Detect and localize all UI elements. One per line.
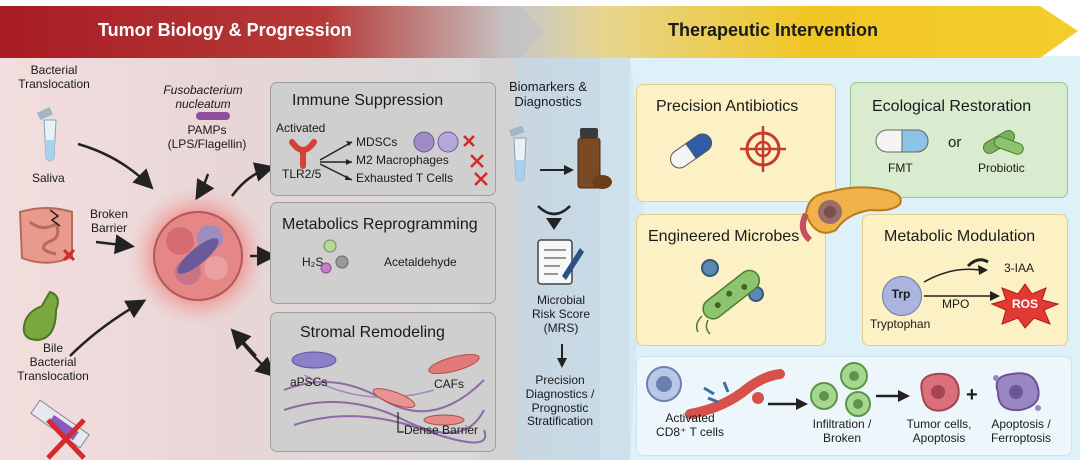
molecule-icon [320,239,349,274]
tryptophan-label: Tryptophan [870,317,931,331]
biomarkers-label: Biomarkers & Diagnostics [508,79,588,109]
metabolic-arrows [923,258,1000,301]
h2s-label: H₂S [302,255,324,269]
or-label: or [948,134,962,151]
engineered-microbes-title: Engineered Microbes [648,228,800,245]
cross-icon [470,154,484,168]
mpo-label: MPO [942,297,970,311]
vessel-icon [685,369,785,419]
bacterial-translocation-label: Bacterial Translocation [18,63,90,91]
ecological-restoration-title: Ecological Restoration [872,98,1032,115]
activated-cd8-label: Activated CD8⁺ T cells [656,411,724,439]
tumor-apoptosis-label: Tumor cells, Apoptosis [906,417,972,445]
report-document-icon [537,239,584,285]
stroma-fibers-icon [283,351,487,444]
metabolics-title: Metabolics Reprogramming [282,216,478,233]
immune-suppression-title: Immune Suppression [292,92,444,109]
fusobacterium-label: Fusobacterium nucleatum [163,83,243,111]
arrow-icon [540,165,574,175]
tlr-receptor-icon [289,139,317,169]
pancreas-icon [799,186,902,243]
barrier-bracket [397,412,404,433]
right-arrow-icon [876,390,910,402]
ros-burst-icon [990,283,1060,329]
infiltration-label: Infiltration / Broken [812,417,872,445]
apoptotic-tumor-cell-icon [920,372,960,412]
iaa-label: 3-IAA [1004,261,1035,275]
exhausted-t-cells-label: Exhausted T Cells [356,171,453,185]
right-arrow-icon [768,398,808,410]
infiltrating-cells-icon [810,362,871,417]
trp-label: Trp [891,287,911,301]
left-header-title: Tumor Biology & Progression [98,20,352,40]
cross-icon [474,172,488,186]
mdscs-label: MDSCs [356,135,398,149]
dense-barrier-label: Dense Barrier [404,423,479,437]
engineered-microbes-panel [636,214,826,346]
cd8-t-cell-icon [646,366,682,402]
intestine-icon [18,207,76,264]
tlr-label: TLR2/5 [282,167,322,181]
pamps-label: PAMPs (LPS/Flagellin) [167,123,247,151]
engineered-bacterium-icon [695,259,764,335]
broken-barrier-label: Broken Barrier [89,207,129,235]
pill-icon [670,133,712,169]
syringe-crossed-icon [30,399,90,460]
activated-label: Activated [276,121,326,135]
down-arrow-icon [557,344,567,368]
m2-macrophages-label: M2 Macrophages [356,153,449,167]
precision-antibiotics-panel [636,84,836,202]
mrs-label: Microbial Risk Score (MRS) [531,293,590,335]
down-arrow-icon [537,205,571,230]
right-header-title: Therapeutic Intervention [668,20,879,40]
ros-label: ROS [1011,297,1038,311]
metabolic-modulation-title: Metabolic Modulation [884,228,1036,245]
sample-tube-icon [508,125,527,182]
precision-diagnostics-label: Precision Diagnostics / Prognostic Strat… [525,373,595,429]
tumor-icon [128,186,268,326]
ferroptotic-cell-icon [993,372,1041,412]
metabolics-panel [270,202,496,304]
fmt-label: FMT [888,161,913,175]
acetaldehyde-label: Acetaldehyde [384,255,457,269]
stromal-panel [270,312,496,452]
plus-sign: + [966,384,978,406]
probiotic-icon [982,130,1024,155]
saliva-tube-icon [36,106,57,162]
gallbladder-icon [22,290,59,342]
bile-translocation-label: Bile Bacterial Translocation [17,341,89,383]
precision-antibiotics-title: Precision Antibiotics [656,98,799,115]
trp-circle [882,276,922,316]
saliva-label: Saliva [32,171,65,185]
stool-sample-icon [577,128,612,189]
immune-suppression-panel [270,82,496,196]
ferroptosis-label: Apoptosis / Ferroptosis [990,417,1052,445]
cafs-label: CAFs [434,377,464,391]
target-icon [740,126,786,172]
fusobacterium-icon [196,112,230,120]
stromal-title: Stromal Remodeling [300,324,445,341]
immune-arrows [319,141,353,181]
mdsc-cells-icon [413,131,475,153]
apscs-label: aPSCs [290,375,328,389]
left-arrows [69,142,277,378]
header-arrow [0,6,1078,58]
fmt-capsule-icon [875,129,929,153]
probiotic-label: Probiotic [978,161,1025,175]
